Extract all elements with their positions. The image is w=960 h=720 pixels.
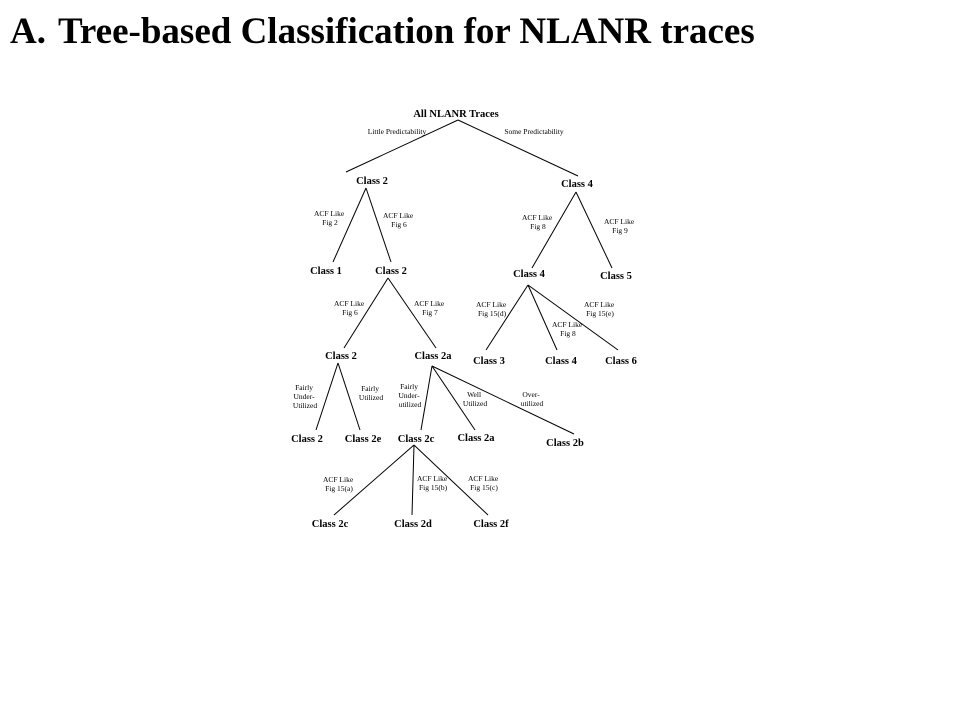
node-class2a-second: Class 2a [457, 433, 495, 444]
edge-label-fig15c: ACF Like Fig 15(c) [468, 474, 500, 492]
edge-class2-class2 [365, 187, 392, 263]
node-class4-second: Class 4 [513, 269, 546, 280]
node-class2-fourth: Class 2 [291, 434, 323, 445]
edge-class2c-class2d [411, 444, 415, 516]
edge-class4-class4 [531, 191, 577, 269]
node-class3: Class 3 [473, 356, 505, 367]
tree-nodes: All NLANR Traces Class 2 Class 4 Class 1… [291, 109, 637, 530]
edge-class2c-class2f [413, 444, 489, 516]
edge-label-over-utilized: Over- utilized [521, 390, 544, 408]
title-text: Tree-based Classification for NLANR trac… [58, 11, 755, 52]
edge-label-fig15e: ACF Like Fig 15(e) [584, 300, 616, 318]
edge-label-fig7: ACF Like Fig 7 [414, 299, 446, 317]
edge-class2-class1 [332, 187, 367, 263]
node-class1: Class 1 [310, 266, 342, 277]
edge-label-some-predictability: Some Predictability [504, 127, 564, 136]
edge-label-fig2: ACF Like Fig 2 [314, 209, 346, 227]
edge-class2a-class2b [431, 365, 575, 435]
node-class2f: Class 2f [473, 519, 509, 530]
edge-label-fig15d: ACF Like Fig 15(d) [476, 300, 508, 318]
node-class2c: Class 2c [398, 434, 435, 445]
edge-root-class4 [457, 119, 579, 177]
node-all-nlanr-traces: All NLANR Traces [413, 109, 498, 120]
edge-label-little-predictability: Little Predictability [368, 127, 427, 136]
edge-label-fig15b: ACF Like Fig 15(b) [417, 474, 449, 492]
edge-labels: Little Predictability Some Predictabilit… [293, 127, 636, 493]
edge-label-well-utilized: Well Utilized [463, 390, 487, 408]
edge-class2-class2-leaf [315, 362, 339, 431]
node-class2-second: Class 2 [375, 266, 407, 277]
node-class2b: Class 2b [546, 438, 584, 449]
edge-label-fig9: ACF Like Fig 9 [604, 217, 636, 235]
edge-class2c-class2c [333, 444, 415, 516]
slide-title: A. Tree-based Classification for NLANR tr… [10, 8, 755, 56]
edge-label-fig15a: ACF Like Fig 15(a) [323, 475, 355, 493]
title-letter: A. [10, 11, 46, 52]
tree-edges [315, 119, 619, 516]
node-class6: Class 6 [605, 356, 637, 367]
node-class4: Class 4 [561, 179, 594, 190]
edge-root-class2 [345, 119, 459, 173]
edge-class2-class2a [387, 277, 437, 349]
edge-label-fairly-utilized: Fairly Utilized [359, 384, 383, 402]
edge-class2a-class2a [431, 365, 476, 431]
node-class2-third: Class 2 [325, 351, 357, 362]
edge-label-fig6-lower: ACF Like Fig 6 [334, 299, 366, 317]
edge-class4-class4-leaf [527, 284, 558, 351]
node-class2: Class 2 [356, 176, 388, 187]
edge-class4-class5 [575, 191, 613, 269]
edge-class2-class2e [337, 362, 361, 431]
node-class2c-second: Class 2c [312, 519, 349, 530]
node-class2a: Class 2a [414, 351, 452, 362]
edge-class4-class3 [485, 284, 529, 351]
edge-label-fairly-under-utilized-2: Fairly Under- utilized [399, 382, 422, 409]
edge-label-fairly-under-utilized: Fairly Under- Utilized [293, 383, 317, 410]
edge-class4-class6 [527, 284, 619, 351]
node-class2d: Class 2d [394, 519, 432, 530]
edge-label-fig8-lower: ACF Like Fig 8 [552, 320, 584, 338]
edge-class2a-class2c [420, 365, 433, 431]
edge-class2-class2-next [343, 277, 389, 349]
edge-label-fig8-upper: ACF Like Fig 8 [522, 213, 554, 231]
node-class5: Class 5 [600, 271, 632, 282]
node-class2e: Class 2e [345, 434, 382, 445]
node-class4-third: Class 4 [545, 356, 578, 367]
edge-label-fig6-upper: ACF Like Fig 6 [383, 211, 415, 229]
